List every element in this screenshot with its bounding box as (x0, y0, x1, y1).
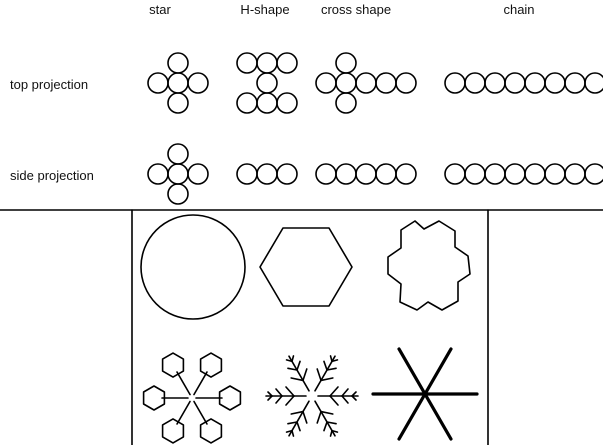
sectored-hexagon-outline (388, 221, 470, 310)
dendrite-branch (276, 389, 282, 396)
dendrite-branch (286, 387, 294, 396)
snowflake-plate (201, 419, 222, 443)
snowflake-arm (194, 401, 207, 424)
dendrite-branch (286, 396, 294, 405)
dendrite-branch (342, 389, 348, 396)
plate-arms-snowflake (144, 353, 241, 443)
dendrite-branch (303, 369, 307, 380)
cross-shape-top-projection (316, 53, 416, 113)
dendrite-branch (276, 396, 282, 403)
star-side-projection (148, 144, 208, 204)
dendrite-branch (317, 412, 321, 423)
h-shape-top-projection (237, 53, 297, 113)
snowflake-plate (163, 353, 184, 377)
snowflake-arm (177, 401, 190, 424)
chain-top-projection (445, 73, 603, 93)
chain-side-projection (445, 164, 603, 184)
dendrite-branch (292, 356, 293, 361)
dendrite-branch (330, 396, 338, 405)
dendrite-branch (342, 396, 348, 403)
dendrite-branch (324, 361, 327, 370)
dendrite-branch (297, 422, 300, 431)
dendrite-branch (331, 431, 332, 436)
snowflake-arm (177, 372, 190, 395)
star-top-projection (148, 53, 208, 113)
dendrite-branch (317, 369, 321, 380)
dendrite-snowflake (266, 356, 358, 436)
snowflake-plate (163, 419, 184, 443)
snowflake-plate (201, 353, 222, 377)
ray-snowflake (373, 349, 477, 439)
dendrite-branch (303, 412, 307, 423)
h-shape-side-projection (237, 164, 297, 184)
hexagon-outline (260, 228, 352, 306)
snowflake-arm (194, 372, 207, 395)
dendrite-branch (324, 422, 327, 431)
circle-outline (141, 215, 245, 319)
dendrite-branch (292, 431, 293, 436)
dendrite-branch (331, 356, 332, 361)
dendrite-branch (297, 361, 300, 370)
dendrite-branch (330, 387, 338, 396)
cross-shape-side-projection (316, 164, 416, 184)
